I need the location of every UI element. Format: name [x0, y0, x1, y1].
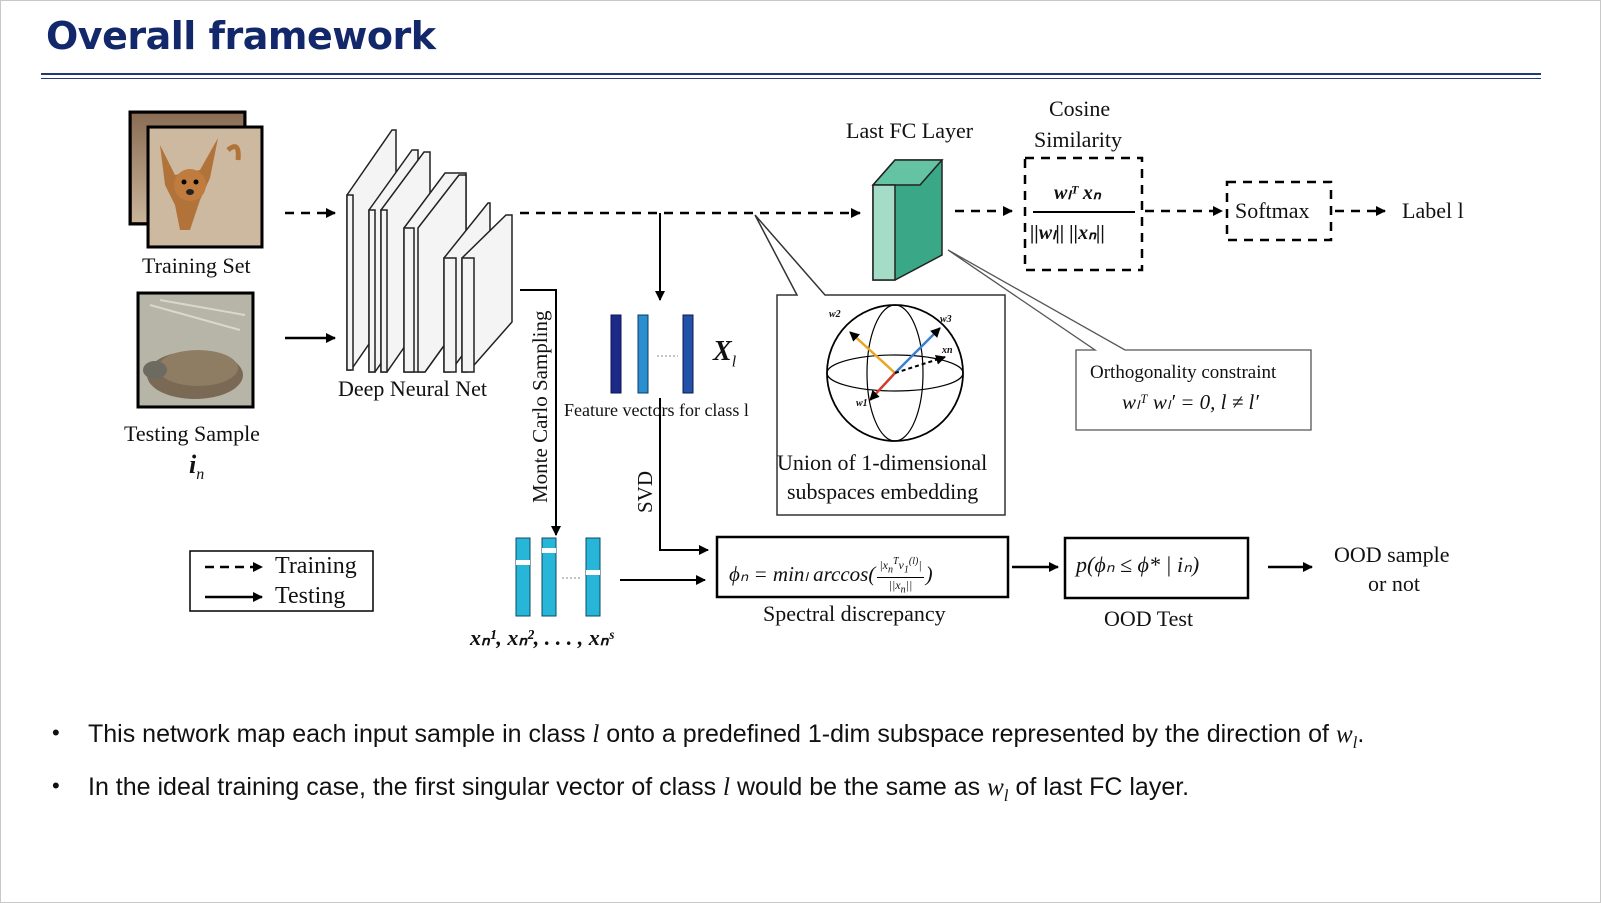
- ood-equation: p(ϕₙ ≤ ϕ* | iₙ): [1076, 552, 1200, 577]
- spectral-equation: ϕₙ = minₗ arccos(|xnTv1(l)|||xn||): [729, 556, 933, 596]
- label-output: Label l: [1402, 198, 1464, 223]
- ortho-equation: wₗᵀ wₗ′ = 0, l ≠ l′: [1122, 390, 1259, 414]
- bullet-item: • This network map each input sample in …: [52, 720, 1364, 753]
- cosine-denominator: ||wₗ|| ||xₙ||: [1030, 222, 1105, 244]
- bullet-dot: •: [52, 720, 60, 745]
- ood-output-label-2: or not: [1368, 571, 1420, 596]
- title-rule-thin: [41, 78, 1541, 79]
- dnn-label: Deep Neural Net: [338, 376, 488, 401]
- training-set-images: [128, 110, 264, 249]
- xl-label: Xl: [713, 336, 737, 371]
- svd-label: SVD: [633, 470, 657, 513]
- bullet-dot: •: [52, 773, 60, 798]
- union-label-2: subspaces embedding: [787, 479, 979, 504]
- training-set-label: Training Set: [142, 253, 251, 278]
- spectral-label: Spectral discrepancy: [763, 601, 946, 626]
- cosine-label-2: Similarity: [1034, 127, 1122, 152]
- union-label-1: Union of 1-dimensional: [777, 450, 988, 475]
- framework-diagram: [128, 110, 1386, 617]
- bullet-item: • In the ideal training case, the first …: [52, 773, 1364, 806]
- cosine-box: [1023, 156, 1144, 272]
- sphere-w1: w1: [856, 398, 868, 409]
- feature-vectors-label: Feature vectors for class l: [564, 400, 749, 420]
- cosine-label-1: Cosine: [1049, 96, 1111, 121]
- sphere-w3: w3: [940, 314, 952, 325]
- dnn-layers: [346, 129, 513, 373]
- feature-vectors: [610, 314, 694, 394]
- legend-box: [189, 550, 374, 612]
- softmax-label: Softmax: [1235, 198, 1310, 223]
- cosine-numerator: wₗᵀ xₙ: [1054, 182, 1101, 204]
- ood-test-box: [1063, 536, 1250, 600]
- softmax-box: [1225, 180, 1333, 242]
- legend-testing-label: Testing: [275, 583, 346, 609]
- bullet-text: This network map each input sample in cl…: [88, 720, 1365, 752]
- testing-sample-image: [136, 291, 255, 409]
- title-rule: [41, 73, 1541, 75]
- mc-line: [520, 289, 557, 532]
- last-fc-layer: [871, 159, 944, 281]
- bullet-list: • This network map each input sample in …: [52, 720, 1364, 826]
- testing-sample-label: Testing Sample: [124, 421, 260, 446]
- sphere-xn: xn: [942, 345, 953, 356]
- samples-label: xₙ¹, xₙ², . . . , xₙˢ: [470, 625, 614, 650]
- last-fc-label: Last FC Layer: [846, 118, 974, 143]
- ood-test-label: OOD Test: [1104, 606, 1194, 631]
- sphere-figure: [826, 304, 964, 442]
- bullet-text: In the ideal training case, the first si…: [88, 773, 1190, 805]
- ortho-callout: [947, 249, 1312, 431]
- slide-title: Overall framework: [46, 14, 436, 58]
- sphere-w2: w2: [829, 309, 841, 320]
- legend-training-label: Training: [275, 553, 357, 579]
- testing-sample-symbol: in: [189, 450, 205, 484]
- ood-output-label-1: OOD sample: [1334, 542, 1450, 567]
- sample-bars: [515, 537, 601, 617]
- ortho-title: Orthogonality constraint: [1090, 362, 1277, 383]
- mc-sampling-label: Monte Carlo Sampling: [528, 310, 552, 504]
- spectral-box: [715, 535, 1010, 599]
